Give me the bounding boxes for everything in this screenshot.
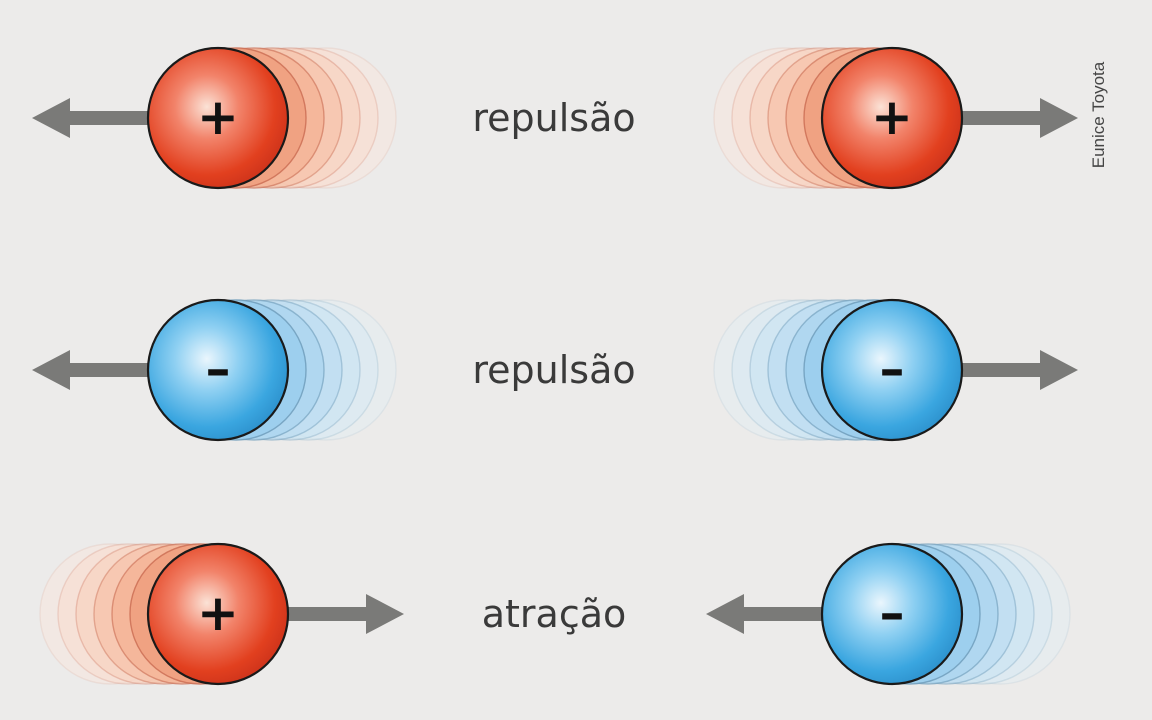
charge-sign-row-1-left: + [197,88,239,146]
motion-arrow-row-1-left [32,98,152,138]
motion-arrow-row-3-right [706,594,826,634]
interaction-label-row-2: repulsão [472,348,636,392]
charge-sign-row-3-right: – [880,584,905,642]
positive-charge-sphere-row-1-right [820,46,964,190]
positive-charge-sphere-row-1-left [146,46,290,190]
positive-charge-sphere-row-3-left [146,542,290,686]
interaction-label-row-3: atração [481,592,627,636]
negative-charge-sphere-row-3-right [820,542,964,686]
charge-group-row-1-right: + [713,46,1078,190]
charge-group-row-1-left: + [32,46,397,190]
motion-arrow-row-2-left [32,350,152,390]
charge-group-row-3-right: – [706,542,1071,686]
negative-charge-sphere-row-2-right [820,298,964,442]
charge-group-row-3-left: + [39,542,404,686]
motion-arrow-row-1-right [958,98,1078,138]
charge-sign-row-1-right: + [871,88,913,146]
charge-group-row-2-left: – [32,298,397,442]
motion-arrow-row-2-right [958,350,1078,390]
charge-sign-row-2-left: – [206,340,231,398]
charge-sign-row-3-left: + [197,584,239,642]
charge-group-row-2-right: – [713,298,1078,442]
illustrator-credit: Eunice Toyota [1089,61,1108,169]
charge-sign-row-2-right: – [880,340,905,398]
negative-charge-sphere-row-2-left [146,298,290,442]
interaction-label-row-1: repulsão [472,96,636,140]
motion-arrow-row-3-left [284,594,404,634]
